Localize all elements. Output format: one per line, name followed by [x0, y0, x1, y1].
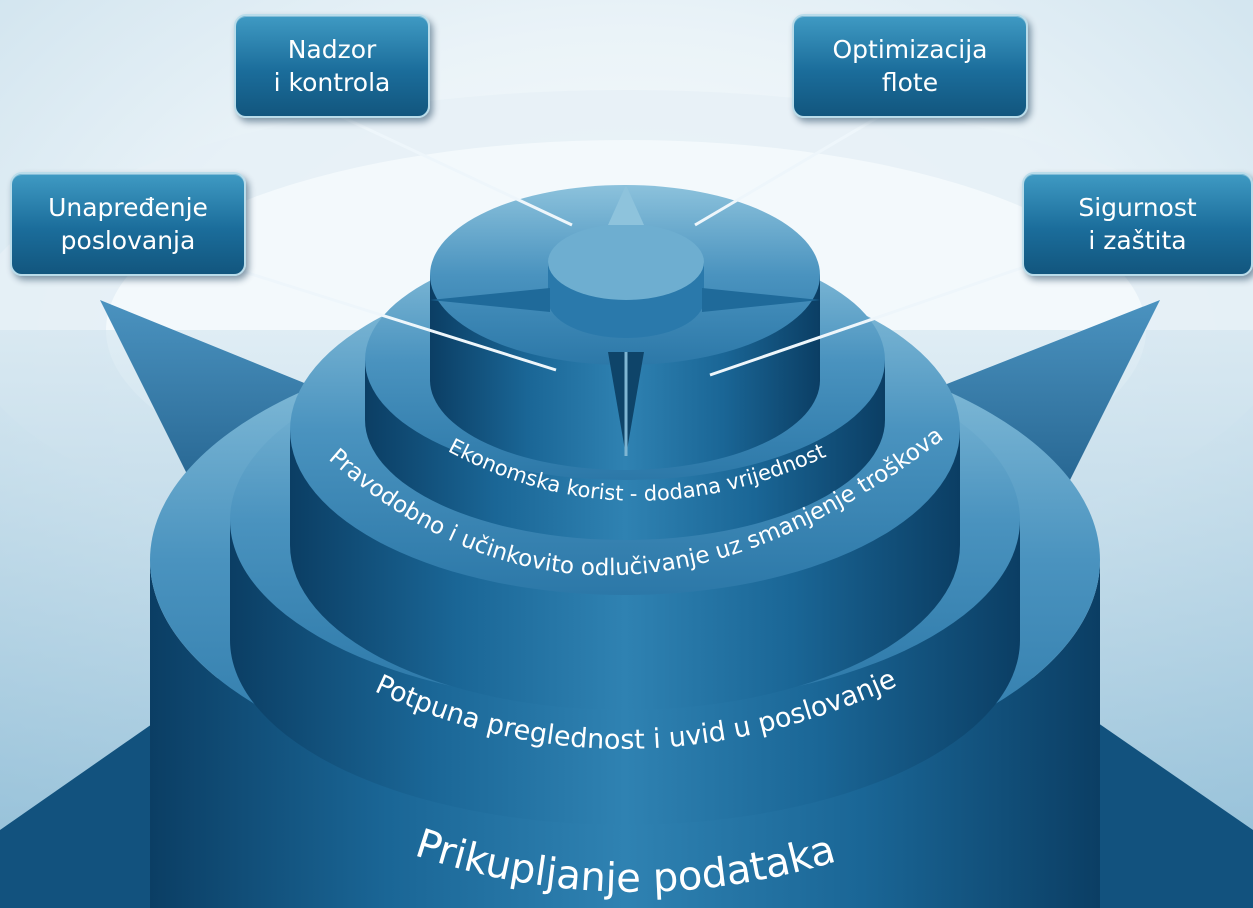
connector-sigurnost: [709, 263, 1031, 377]
callout-unapredjenje-poslovanja: Unapređenje poslovanja: [10, 172, 246, 276]
callout-optimizacija-flote: Optimizacija flote: [792, 14, 1028, 118]
callout-line-1: Sigurnost: [1078, 193, 1197, 222]
connector-unapredjenje: [231, 266, 557, 372]
callout-connectors: [231, 114, 1031, 377]
callout-nadzor-i-kontrola: Nadzor i kontrola: [234, 14, 430, 118]
callout-line-2: i zaštita: [1088, 226, 1187, 255]
callout-line-1: Unapređenje: [48, 193, 208, 222]
callout-line-1: Optimizacija: [832, 35, 988, 64]
compass-star: [430, 185, 820, 456]
callout-line-1: Nadzor: [287, 35, 377, 64]
connector-nadzor: [339, 114, 573, 227]
callout-line-2: poslovanja: [60, 226, 196, 255]
callout-sigurnost-i-zastita: Sigurnost i zaštita: [1022, 172, 1253, 276]
callout-line-2: flote: [881, 68, 939, 97]
callout-line-2: i kontrola: [273, 68, 391, 97]
connector-optimizacija: [694, 114, 881, 227]
